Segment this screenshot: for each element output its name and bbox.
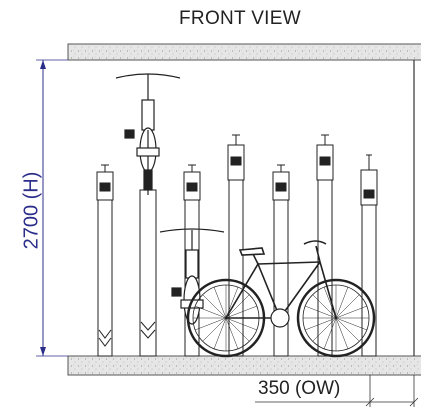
hanging-bike-vertical bbox=[115, 73, 181, 195]
bicycle-side-view bbox=[186, 240, 376, 358]
height-dimension-line bbox=[36, 59, 68, 357]
hanging-bike-lowered bbox=[159, 228, 225, 325]
floor-slab bbox=[67, 355, 421, 376]
ceiling-slab bbox=[67, 43, 421, 61]
rack-post-2 bbox=[139, 189, 157, 357]
rack-post-4 bbox=[227, 134, 245, 357]
width-dimension-label: 350 (OW) bbox=[258, 378, 341, 399]
width-dimension-line bbox=[255, 375, 419, 407]
rack-post-7 bbox=[360, 154, 378, 357]
diagram-title: FRONT VIEW bbox=[179, 8, 301, 29]
rack-post-6 bbox=[316, 134, 334, 357]
rack-post-1 bbox=[96, 164, 114, 357]
